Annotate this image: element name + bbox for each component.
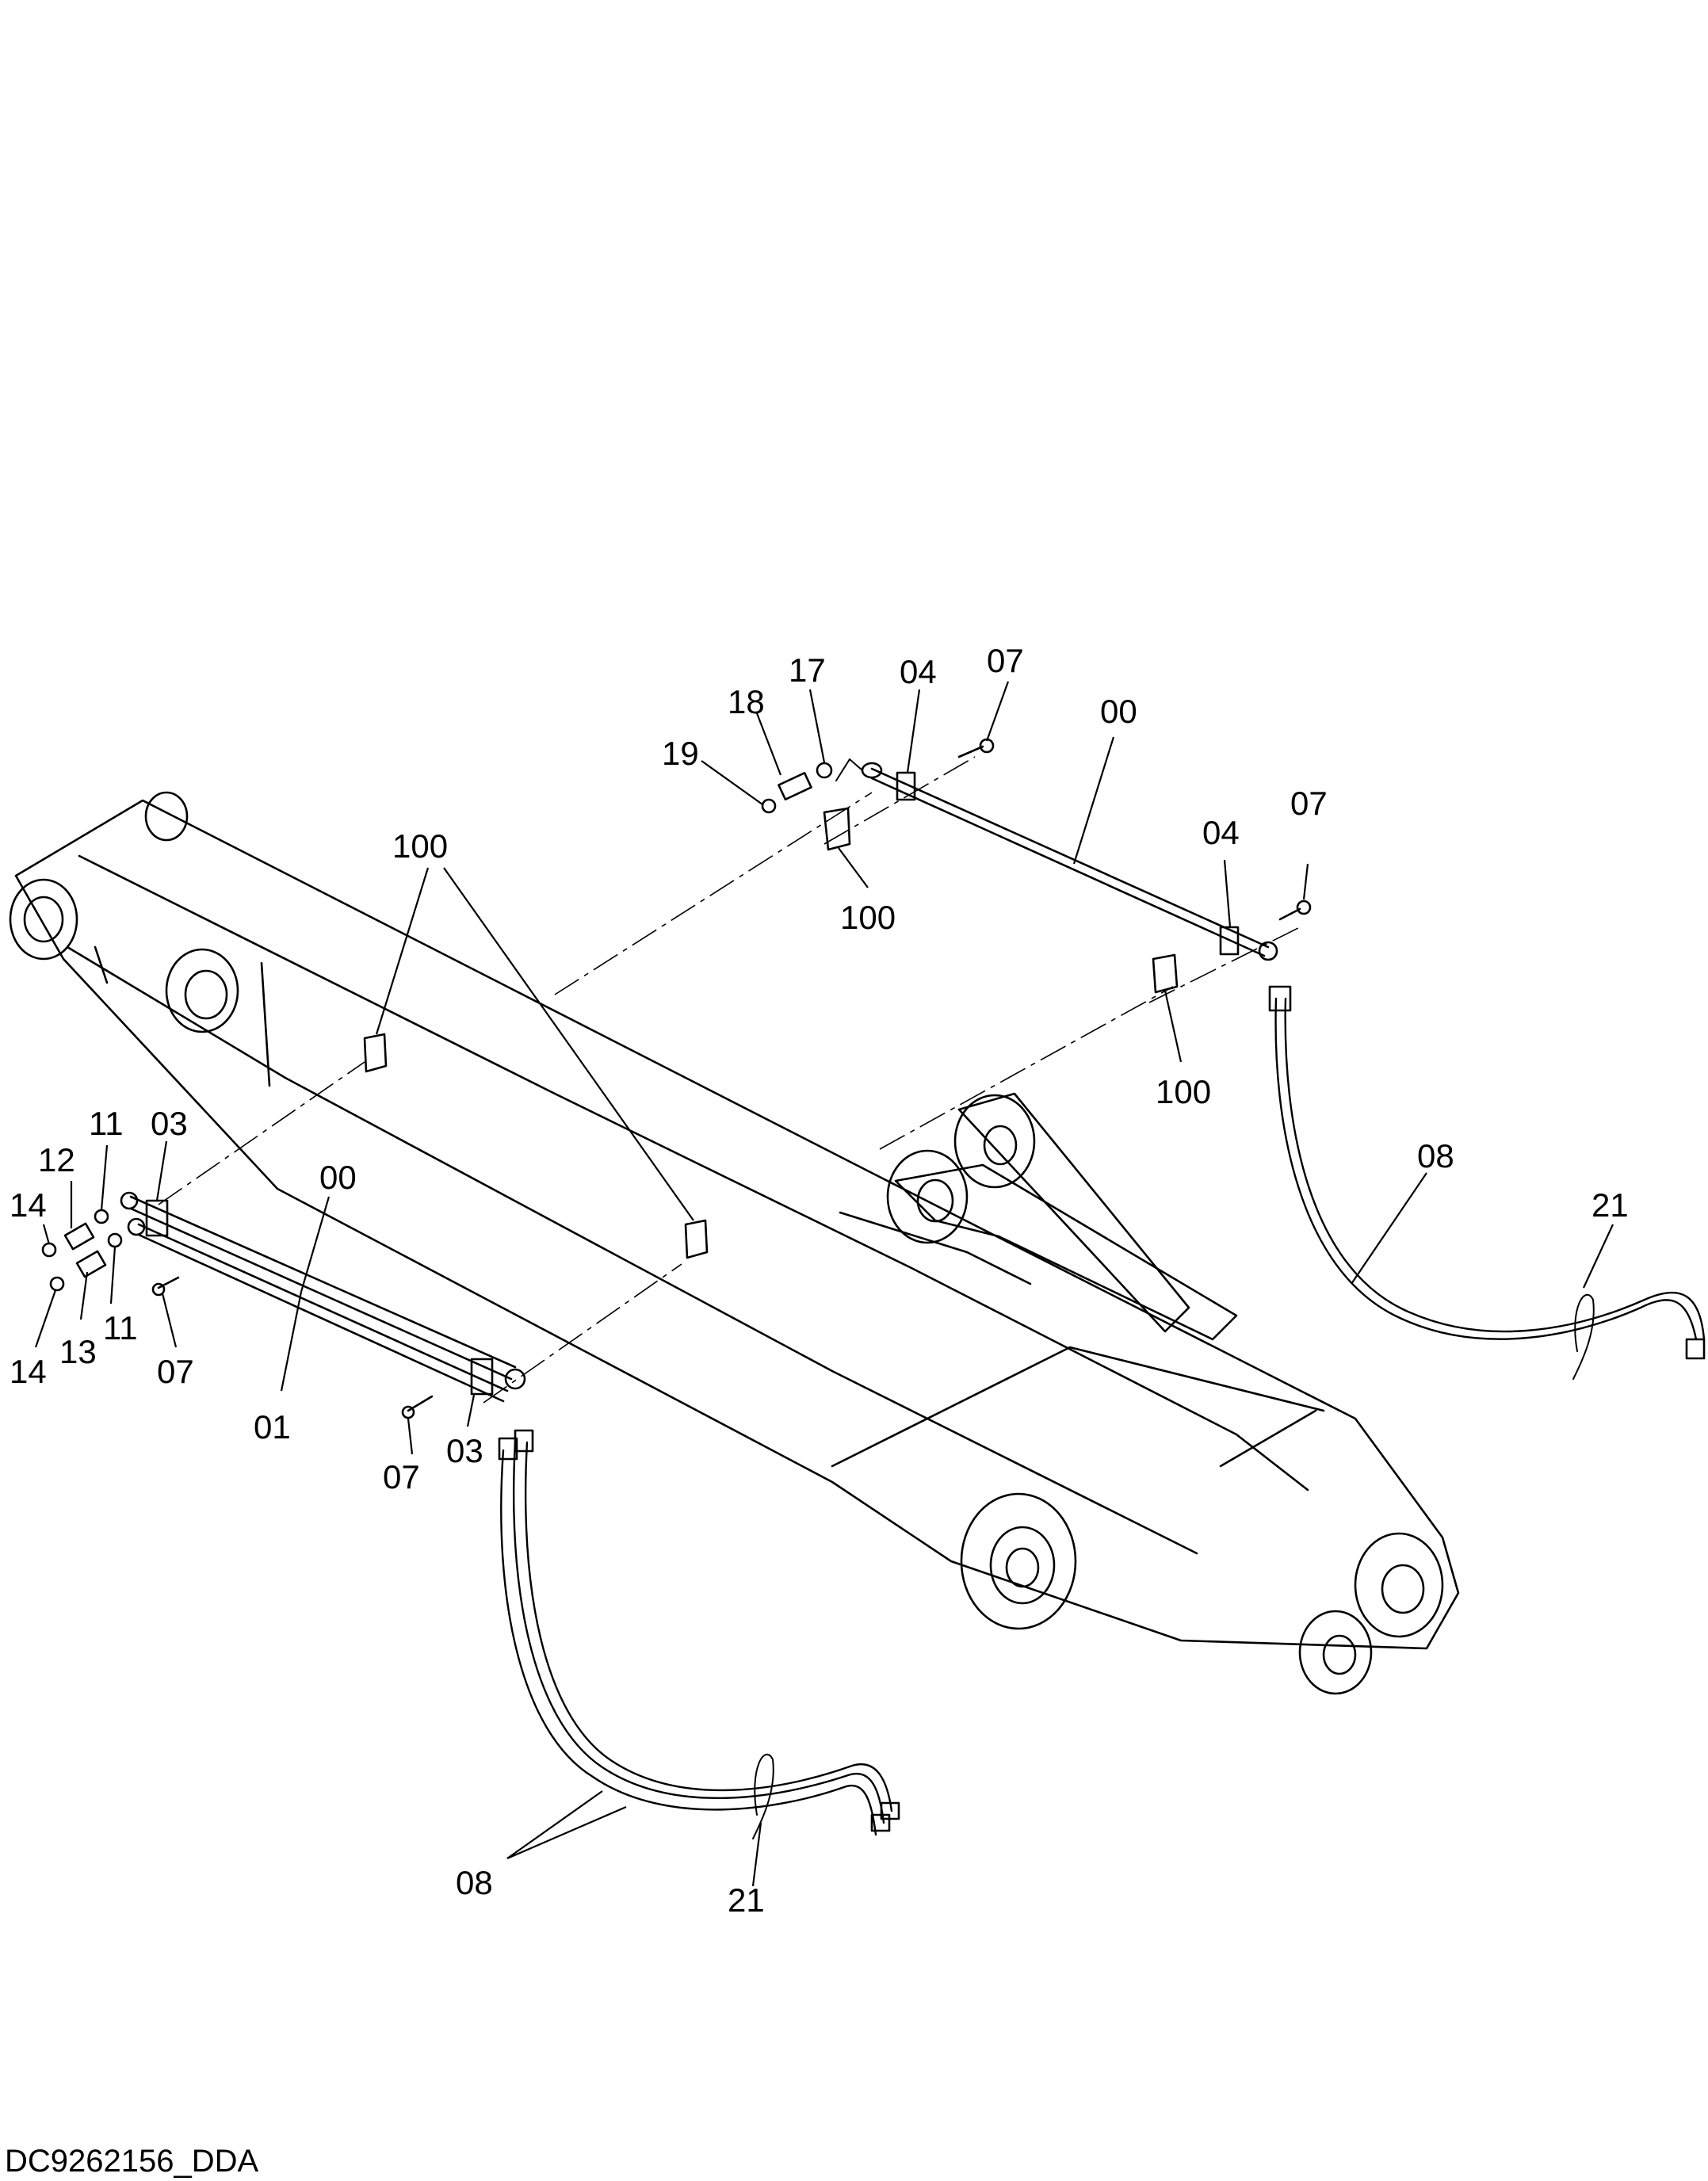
callout-04: 04 [1202, 814, 1240, 851]
callout-01: 01 [254, 1408, 291, 1446]
alignment-lines [158, 756, 1301, 1404]
callouts: 17 04 07 18 00 19 07 04 100 100 100 08 1… [10, 642, 1629, 1919]
drawing-code: DC9262156_DDA [5, 2144, 259, 2179]
callout-17: 17 [789, 651, 826, 689]
callout-08: 08 [1417, 1137, 1454, 1175]
callout-14: 14 [10, 1186, 47, 1224]
callout-03: 03 [446, 1432, 483, 1469]
callout-00: 00 [319, 1159, 357, 1196]
leader-lines [34, 681, 1614, 1887]
callout-11: 11 [103, 1309, 138, 1346]
hoses [498, 985, 1706, 1839]
callout-21: 21 [728, 1881, 765, 1919]
callout-14: 14 [10, 1353, 47, 1390]
boom-arm [9, 791, 1460, 1695]
callout-04: 04 [900, 653, 937, 690]
callout-00: 00 [1100, 693, 1137, 730]
callout-03: 03 [151, 1105, 188, 1142]
callout-08: 08 [456, 1864, 493, 1901]
callout-11: 11 [89, 1105, 124, 1142]
callout-100: 100 [1156, 1073, 1211, 1110]
callout-100: 100 [392, 827, 448, 865]
callout-13: 13 [59, 1333, 97, 1370]
callout-100: 100 [840, 899, 896, 936]
callout-07: 07 [383, 1458, 420, 1495]
callout-07: 07 [157, 1353, 194, 1390]
upper-pipe-assembly [363, 738, 1312, 1259]
lower-pipe-assembly [41, 1191, 526, 1419]
callout-19: 19 [662, 735, 699, 772]
callout-12: 12 [38, 1141, 75, 1178]
callout-07: 07 [987, 642, 1024, 679]
callout-07: 07 [1290, 785, 1328, 822]
callout-21: 21 [1591, 1186, 1629, 1224]
callout-18: 18 [728, 683, 765, 720]
